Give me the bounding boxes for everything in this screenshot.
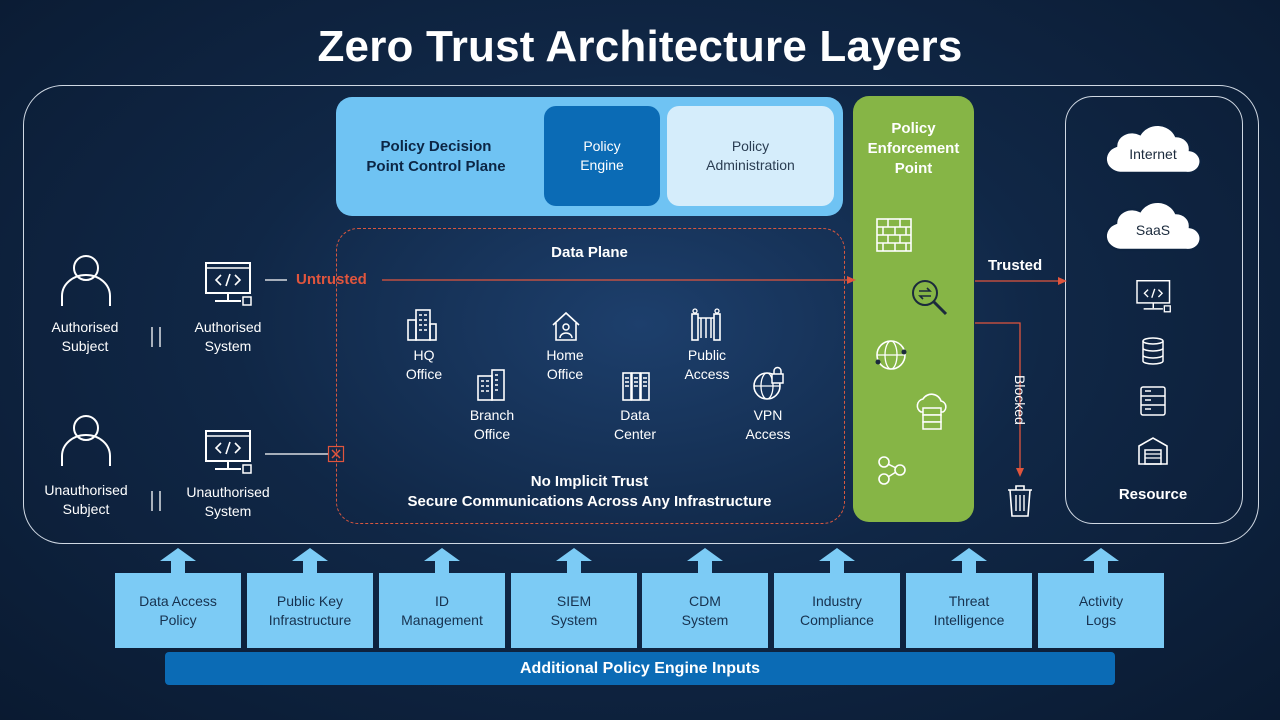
computer-code-icon [205,430,252,474]
policy-enforcement-box [853,96,974,522]
internet-label: Internet [1129,146,1177,162]
input-arrow-up-icon [951,548,987,574]
blocked-label: Blocked [1012,375,1028,425]
architecture-frame [23,85,1259,544]
server-rack-icon [1140,386,1166,416]
input-arrow-up-icon [424,548,460,574]
additional-inputs-bar: Additional Policy Engine Inputs [165,652,1115,685]
input-arrow-up-icon [292,548,328,574]
input-arrow-up-icon [160,548,196,574]
additional-inputs-label: Additional Policy Engine Inputs [519,659,760,677]
network-globe-icon [875,340,907,370]
blocked-x-icon [327,445,345,463]
saas-label: SaaS [1135,222,1171,238]
branch-building-icon [477,369,505,401]
input-arrow-up-icon [819,548,855,574]
data-plane-title: Data Plane [551,244,628,261]
resource-label: Resource [1118,486,1188,503]
computer-code-icon [205,262,252,306]
data-plane-box [336,228,845,524]
warehouse-icon [1138,437,1168,465]
input-arrow-up-icon [556,548,592,574]
saas-cloud-icon [1104,200,1202,252]
user-icon [61,415,111,466]
public-gate-icon [691,308,721,341]
no-implicit-trust-text: No Implicit Trust [530,473,649,490]
untrusted-label: Untrusted [296,271,367,288]
data-plane-footer: No Implicit Trust Secure Communications … [336,472,843,512]
firewall-icon [876,218,912,252]
input-arrow-up-icon [1083,548,1119,574]
input-arrow-up-icon [687,548,723,574]
trusted-label: Trusted [988,257,1043,274]
resource-frame [1065,96,1243,524]
inspection-magnifier-icon [912,280,948,316]
database-icon [1142,337,1164,365]
data-center-icon [622,372,650,401]
page-title: Zero Trust Architecture Layers [317,22,963,71]
trash-icon [1008,485,1032,517]
internet-cloud-icon [1104,123,1202,175]
user-icon [61,255,111,306]
computer-code-icon [1136,280,1171,313]
secure-communications-text: Secure Communications Across Any Infrast… [407,493,772,510]
office-building-icon [407,309,437,341]
share-nodes-icon [878,456,906,485]
vpn-globe-lock-icon [753,366,784,400]
cloud-server-icon [916,393,947,430]
home-office-icon [552,311,580,341]
